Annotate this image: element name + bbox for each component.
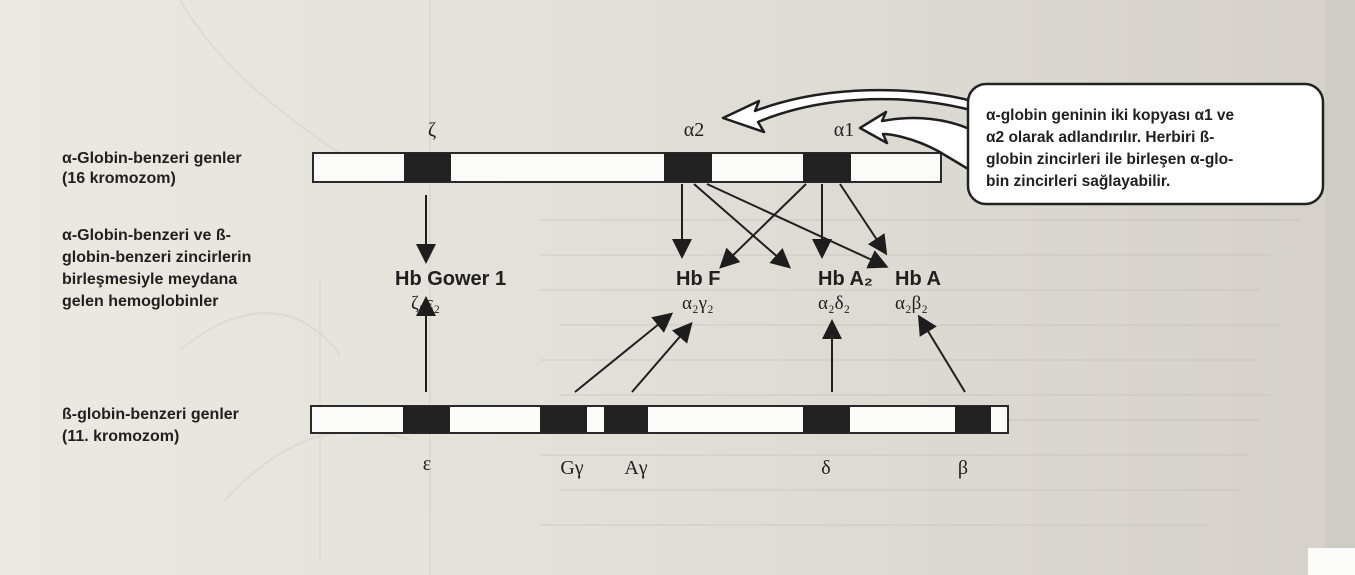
- g-gamma-gene-label: Gγ: [560, 457, 583, 479]
- hemoglobin-label-line1: α-Globin-benzeri ve ß-: [62, 227, 231, 244]
- a-gamma-gene-block: [604, 406, 648, 433]
- delta-gene-block: [803, 406, 850, 433]
- callout-box: [966, 82, 1325, 206]
- alpha2-gene-label: α2: [684, 119, 704, 141]
- alpha-genes-label-line2: (16 kromozom): [62, 170, 176, 187]
- hba-formula: α₂β₂: [895, 293, 928, 314]
- epsilon-gene-label: ε: [423, 453, 431, 475]
- beta-gene-block: [955, 406, 991, 433]
- hbf-formula: α₂γ₂: [682, 293, 714, 314]
- a-gamma-to-hbf-arrow: [631, 321, 693, 393]
- zeta-gene-block: [404, 153, 451, 182]
- callout-line1: α-globin geninin iki kopyası α1 ve: [986, 107, 1235, 124]
- zeta-gene-label: ζ: [428, 119, 436, 141]
- beta-genes-label-line1: ß-globin-benzeri genler: [62, 406, 239, 423]
- hbf-name: Hb F: [676, 268, 720, 290]
- hemoglobin-label-line4: gelen hemoglobinler: [62, 293, 218, 310]
- callout-line2: α2 olarak adlandırılır. Herbiri ß-: [986, 129, 1214, 146]
- beta-genes-label-line2: (11. kromozom): [62, 428, 179, 445]
- alpha2-gene-block: [664, 153, 712, 182]
- delta-gene-label: δ: [821, 457, 830, 479]
- arrow-group: [416, 183, 966, 393]
- hba-name: Hb A: [895, 268, 941, 290]
- g-gamma-gene-block: [540, 406, 587, 433]
- alpha1-gene-block: [803, 153, 851, 182]
- hemoglobin-label-line2: globin-benzeri zincirlerin: [62, 249, 251, 266]
- bottom-right-patch: [1308, 548, 1355, 575]
- callout-line4: bin zincirleri sağlayabilir.: [986, 173, 1170, 190]
- alpha2-to-hba2-arrow: [693, 183, 792, 269]
- hba2-name: Hb A₂: [818, 268, 873, 290]
- alpha1-to-hbf-arrow: [719, 183, 807, 269]
- beta-to-hba-arrow: [917, 314, 966, 393]
- alpha-genes-label-line1: α-Globin-benzeri genler: [62, 150, 242, 167]
- beta-gene-label: β: [958, 457, 968, 479]
- right-edge-shade: [1325, 0, 1355, 575]
- a-gamma-gene-label: Aγ: [624, 457, 647, 479]
- alpha1-to-hba-arrow: [839, 183, 888, 256]
- hba2-formula: α₂δ₂: [818, 293, 850, 314]
- callout-line3: globin zincirleri ile birleşen α-glo-: [986, 151, 1233, 168]
- hb-gower1-name: Hb Gower 1: [395, 268, 506, 290]
- alpha1-gene-label: α1: [834, 119, 854, 141]
- alpha2-to-hba-arrow: [706, 183, 889, 269]
- g-gamma-to-hbf-arrow: [574, 312, 674, 393]
- hemoglobin-label-line3: birleşmesiyle meydana: [62, 271, 237, 288]
- epsilon-gene-block: [403, 406, 450, 433]
